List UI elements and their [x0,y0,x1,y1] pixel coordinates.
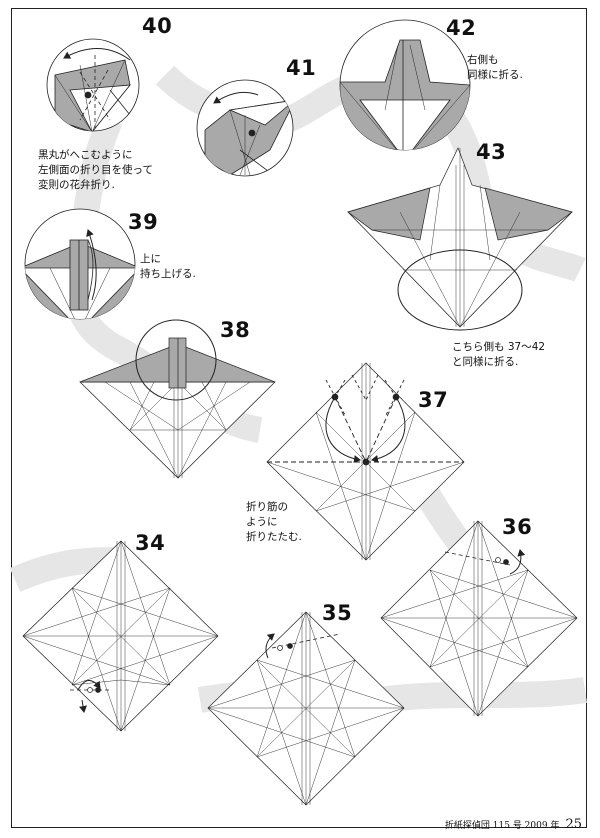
step-36-diagram [380,520,578,717]
step-number-42: 42 [446,16,477,40]
page-number: 25 [565,817,582,832]
step-39-diagram [24,208,136,320]
step-number-36: 36 [502,515,533,539]
step-number-39: 39 [128,210,159,234]
step-40-diagram [46,38,140,132]
step-42-diagram [339,19,471,151]
page-frame [11,8,587,828]
step-number-37: 37 [418,388,449,412]
note-step-37: 折り筋の ように 折りたたむ. [246,501,302,543]
note-step-39: 上に 持ち上げる. [140,253,196,280]
step-34-diagram [22,540,219,732]
note-step-40: 黒丸がへこむように 左側面の折り目を使って 変則の花弁折り. [38,149,153,191]
step-number-43: 43 [476,140,507,164]
step-number-40: 40 [142,14,173,38]
step-number-38: 38 [220,318,251,342]
step-37-diagram [266,362,465,561]
step-number-34: 34 [135,531,166,555]
step-35-diagram [207,611,405,806]
journal-name: 折紙探偵団 115 号 2009 年 [444,821,560,831]
step-number-41: 41 [286,56,317,80]
step-number-35: 35 [322,601,353,625]
note-step-42: 右側も 同様に折る. [467,54,523,81]
step-43-diagram [347,147,573,331]
step-38-diagram [79,319,276,479]
step-41-diagram [196,79,294,177]
note-step-43: こちら側も 37～42 と同様に折る. [452,341,546,368]
page-footer: 折紙探偵団 115 号 2009 年 25 [445,817,582,832]
